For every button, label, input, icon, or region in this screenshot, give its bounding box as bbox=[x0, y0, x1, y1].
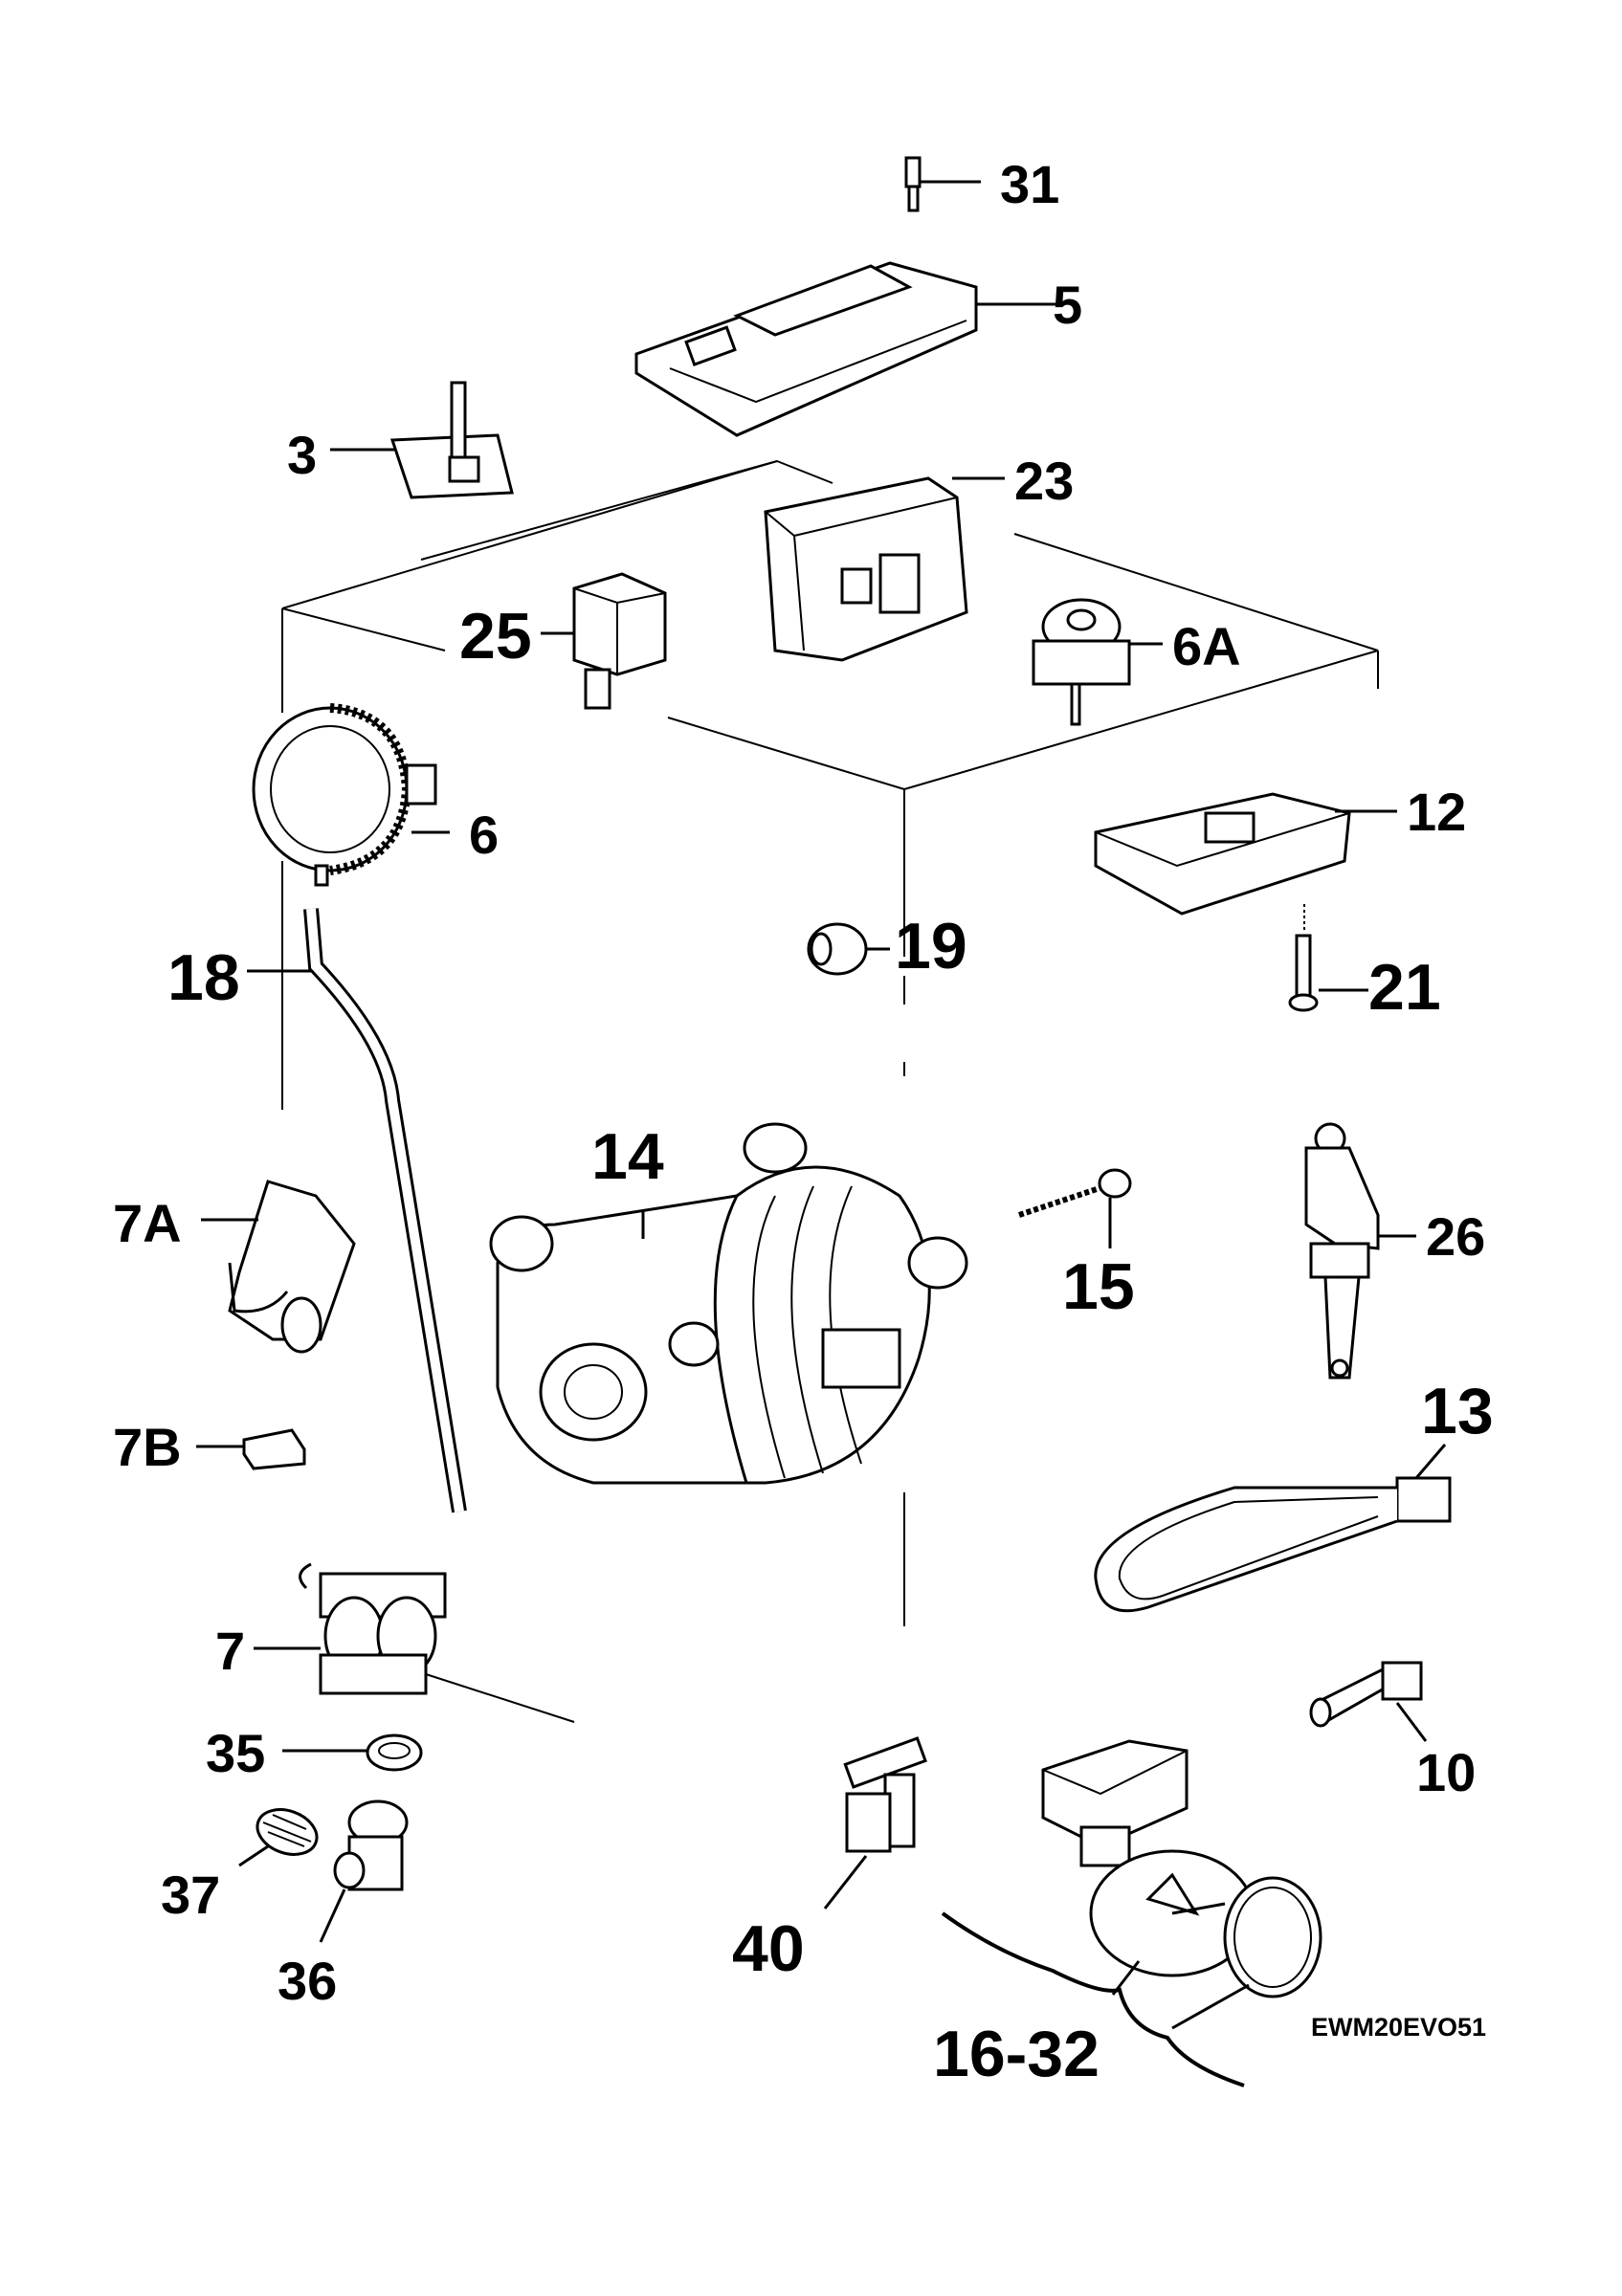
part-13-heating-element[interactable] bbox=[1094, 1444, 1452, 1613]
label-14[interactable]: 14 bbox=[591, 1120, 664, 1193]
part-19-grommet[interactable] bbox=[807, 922, 890, 976]
label-36[interactable]: 36 bbox=[278, 1951, 337, 2011]
label-5[interactable]: 5 bbox=[1053, 275, 1082, 335]
part-labels: 31 5 3 23 25 6A 6 12 18 19 21 14 7A 15 2… bbox=[113, 154, 1494, 2090]
label-23[interactable]: 23 bbox=[1014, 451, 1074, 511]
label-7B[interactable]: 7B bbox=[113, 1417, 182, 1477]
label-19[interactable]: 19 bbox=[895, 910, 967, 982]
part-40-air-trap[interactable] bbox=[823, 1736, 927, 1910]
label-35[interactable]: 35 bbox=[206, 1723, 265, 1783]
label-12[interactable]: 12 bbox=[1407, 782, 1466, 842]
part-6-timer[interactable] bbox=[252, 703, 450, 887]
cabinet-outline bbox=[281, 459, 1379, 1723]
part-14-motor[interactable] bbox=[489, 1122, 968, 1485]
part-36-connector[interactable] bbox=[319, 1799, 409, 1943]
part-35-seal[interactable] bbox=[282, 1733, 423, 1772]
label-7[interactable]: 7 bbox=[215, 1621, 245, 1681]
part-26-suppressor[interactable] bbox=[1304, 1122, 1416, 1380]
label-21[interactable]: 21 bbox=[1368, 951, 1441, 1024]
label-3[interactable]: 3 bbox=[287, 425, 317, 485]
part-3-selector-switch[interactable] bbox=[330, 381, 514, 499]
part-23-module[interactable] bbox=[764, 476, 1005, 662]
label-15[interactable]: 15 bbox=[1062, 1250, 1135, 1323]
label-18[interactable]: 18 bbox=[167, 941, 240, 1014]
part-7B-clip[interactable] bbox=[196, 1428, 306, 1470]
label-13[interactable]: 13 bbox=[1421, 1375, 1494, 1447]
label-26[interactable]: 26 bbox=[1426, 1206, 1485, 1267]
part-6A-pressure-switch[interactable] bbox=[1032, 598, 1163, 726]
label-10[interactable]: 10 bbox=[1416, 1742, 1476, 1802]
label-37[interactable]: 37 bbox=[161, 1865, 220, 1925]
label-16-32[interactable]: 16-32 bbox=[933, 2018, 1100, 2090]
part-21-screw[interactable] bbox=[1288, 904, 1368, 1012]
diagram-code: EWM20EVO51 bbox=[1311, 2013, 1486, 2042]
label-7A[interactable]: 7A bbox=[113, 1193, 182, 1253]
label-25[interactable]: 25 bbox=[459, 600, 532, 673]
part-5-control-board[interactable] bbox=[634, 261, 1057, 437]
part-16-32-drain-pump[interactable] bbox=[941, 1739, 1322, 2087]
label-6A[interactable]: 6A bbox=[1172, 616, 1241, 676]
label-6[interactable]: 6 bbox=[469, 805, 499, 865]
part-7-inlet-valve[interactable] bbox=[254, 1562, 447, 1695]
label-31[interactable]: 31 bbox=[1000, 154, 1059, 214]
part-18-hose[interactable] bbox=[247, 908, 467, 1513]
part-31-sensor[interactable] bbox=[904, 156, 981, 212]
part-12-door-lock[interactable] bbox=[1094, 792, 1397, 916]
label-40[interactable]: 40 bbox=[732, 1912, 805, 1985]
part-7A-bracket[interactable] bbox=[201, 1180, 356, 1354]
part-37-filter[interactable] bbox=[238, 1801, 323, 1867]
part-10-sensor[interactable] bbox=[1309, 1661, 1428, 1742]
part-25-relay[interactable] bbox=[541, 572, 667, 710]
part-15-screw[interactable] bbox=[1018, 1168, 1132, 1248]
